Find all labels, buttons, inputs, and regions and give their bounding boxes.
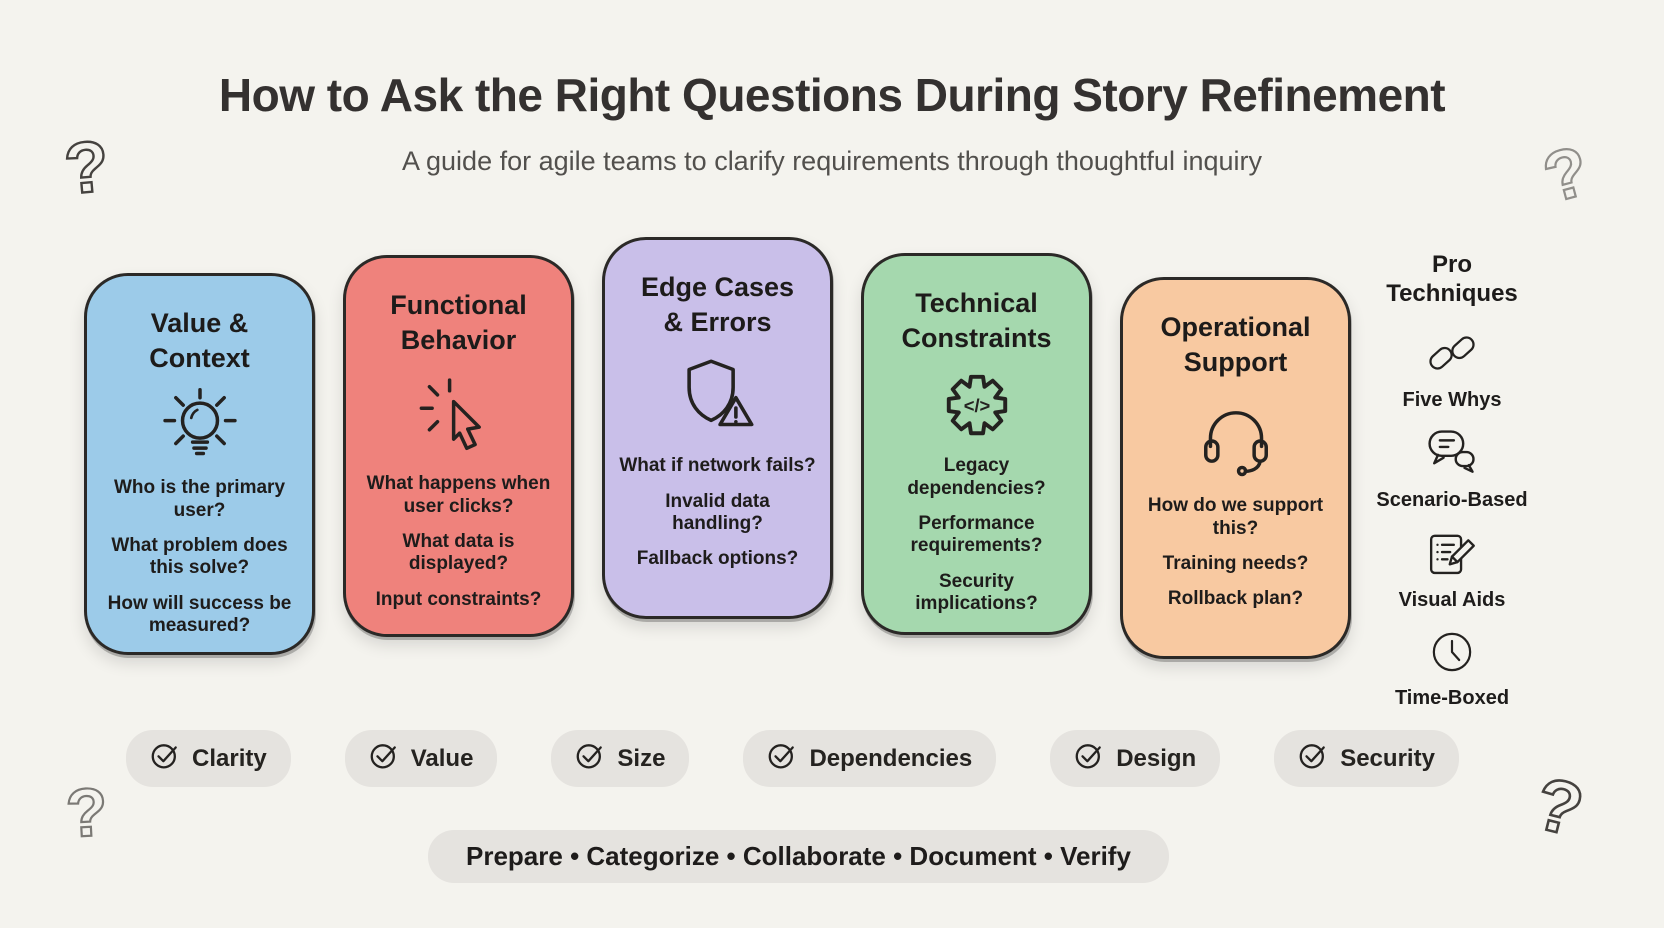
svg-text:?: ? <box>1527 762 1591 853</box>
card-functional-behavior: Functional Behavior What happens when us… <box>343 255 574 637</box>
question-mark-decoration: ? <box>63 774 111 853</box>
question-mark-decoration: ? <box>1526 762 1593 854</box>
gear-code-icon: </> <box>935 363 1019 447</box>
pro-technique-label: Time-Boxed <box>1394 686 1510 709</box>
question: Input constraints? <box>375 588 542 610</box>
card-questions: Legacy dependencies? Performance require… <box>877 455 1076 615</box>
question: Training needs? <box>1162 552 1309 574</box>
question: What if network fails? <box>619 455 816 477</box>
card-value-context: Value & Context Who is the primary user?… <box>84 273 315 655</box>
svg-text:</>: </> <box>963 395 990 416</box>
check-circle-icon <box>1298 740 1330 777</box>
notes-pencil-icon <box>1423 525 1481 586</box>
checklist-pill-label: Security <box>1340 744 1435 772</box>
checklist-pill-label: Dependencies <box>809 744 973 772</box>
pro-technique-label: Scenario-Based <box>1376 488 1528 511</box>
pro-technique-scenario-based: Scenario-Based <box>1376 425 1528 512</box>
pro-techniques-title: Pro Techniques <box>1386 251 1518 308</box>
checklist-pill-clarity: Clarity <box>126 730 291 787</box>
question: Rollback plan? <box>1167 588 1304 610</box>
category-cards-row: Value & Context Who is the primary user?… <box>84 237 1351 659</box>
question: Who is the primary user? <box>113 477 286 521</box>
question: How will success be measured? <box>107 592 292 637</box>
card-questions: Who is the primary user? What problem do… <box>100 477 299 637</box>
cursor-click-icon <box>416 365 502 465</box>
check-circle-icon <box>1074 740 1106 777</box>
pro-technique-time-boxed: Time-Boxed <box>1395 625 1509 710</box>
card-questions: How do we support this? Training needs? … <box>1136 495 1335 611</box>
check-circle-icon <box>767 740 799 777</box>
question: Fallback options? <box>636 548 799 570</box>
pro-technique-label: Visual Aids <box>1398 588 1506 611</box>
question-mark-decoration: ? <box>1534 130 1598 219</box>
question: What happens when user clicks? <box>366 473 551 517</box>
check-circle-icon <box>575 740 607 777</box>
question: Invalid data handling? <box>665 490 770 534</box>
page-title: How to Ask the Right Questions During St… <box>218 69 1446 121</box>
question: What problem does this solve? <box>111 534 288 579</box>
checklist-pill-row: Clarity Value Size Dependencies <box>126 730 1459 787</box>
checklist-pill-value: Value <box>344 730 498 787</box>
pro-techniques-panel: Pro Techniques Five Whys Scenario-Based <box>1376 250 1528 723</box>
question: How do we support this? <box>1147 495 1324 539</box>
chain-link-icon <box>1424 325 1480 386</box>
lightbulb-icon <box>157 383 243 469</box>
question: Performance requirements? <box>910 512 1043 557</box>
checklist-pill-size: Size <box>551 730 690 787</box>
checklist-pill-label: Size <box>617 744 666 772</box>
checklist-pill-dependencies: Dependencies <box>743 730 997 787</box>
card-title: Functional Behavior <box>390 290 527 355</box>
card-title: Value & Context <box>149 308 250 373</box>
check-circle-icon <box>150 740 182 777</box>
card-technical-constraints: Technical Constraints </> Legacy depende… <box>861 253 1092 635</box>
question-mark-decoration: ? <box>60 127 113 211</box>
page-subtitle: A guide for agile teams to clarify requi… <box>402 146 1262 176</box>
card-operational-support: Operational Support How do we support th… <box>1120 277 1351 659</box>
headset-icon <box>1193 387 1279 487</box>
card-title: Technical Constraints <box>901 288 1052 353</box>
pro-technique-label: Five Whys <box>1402 388 1502 411</box>
checklist-pill-label: Clarity <box>192 744 267 772</box>
process-steps-bar: Prepare • Categorize • Collaborate • Doc… <box>428 830 1169 883</box>
svg-text:?: ? <box>61 127 112 209</box>
card-edge-cases-errors: Edge Cases & Errors What if network fail… <box>602 237 833 619</box>
card-title: Edge Cases & Errors <box>640 272 795 337</box>
question: Legacy dependencies? <box>907 455 1046 499</box>
pro-technique-five-whys: Five Whys <box>1402 325 1502 412</box>
pro-technique-visual-aids: Visual Aids <box>1398 525 1506 612</box>
checklist-pill-label: Design <box>1116 744 1197 772</box>
checklist-pill-design: Design <box>1050 730 1221 787</box>
shield-alert-icon <box>674 347 762 447</box>
check-circle-icon <box>369 740 401 777</box>
checklist-pill-label: Value <box>410 744 474 772</box>
question: Security implications? <box>915 570 1038 615</box>
question: What data is displayed? <box>402 530 515 575</box>
card-questions: What if network fails? Invalid data hand… <box>618 455 817 571</box>
speech-bubbles-icon <box>1422 425 1482 486</box>
checklist-pill-security: Security <box>1274 730 1459 787</box>
card-title: Operational Support <box>1160 312 1311 377</box>
svg-text:?: ? <box>1535 131 1596 217</box>
svg-text:?: ? <box>64 774 109 852</box>
clock-icon <box>1425 625 1479 684</box>
card-questions: What happens when user clicks? What data… <box>359 473 558 611</box>
